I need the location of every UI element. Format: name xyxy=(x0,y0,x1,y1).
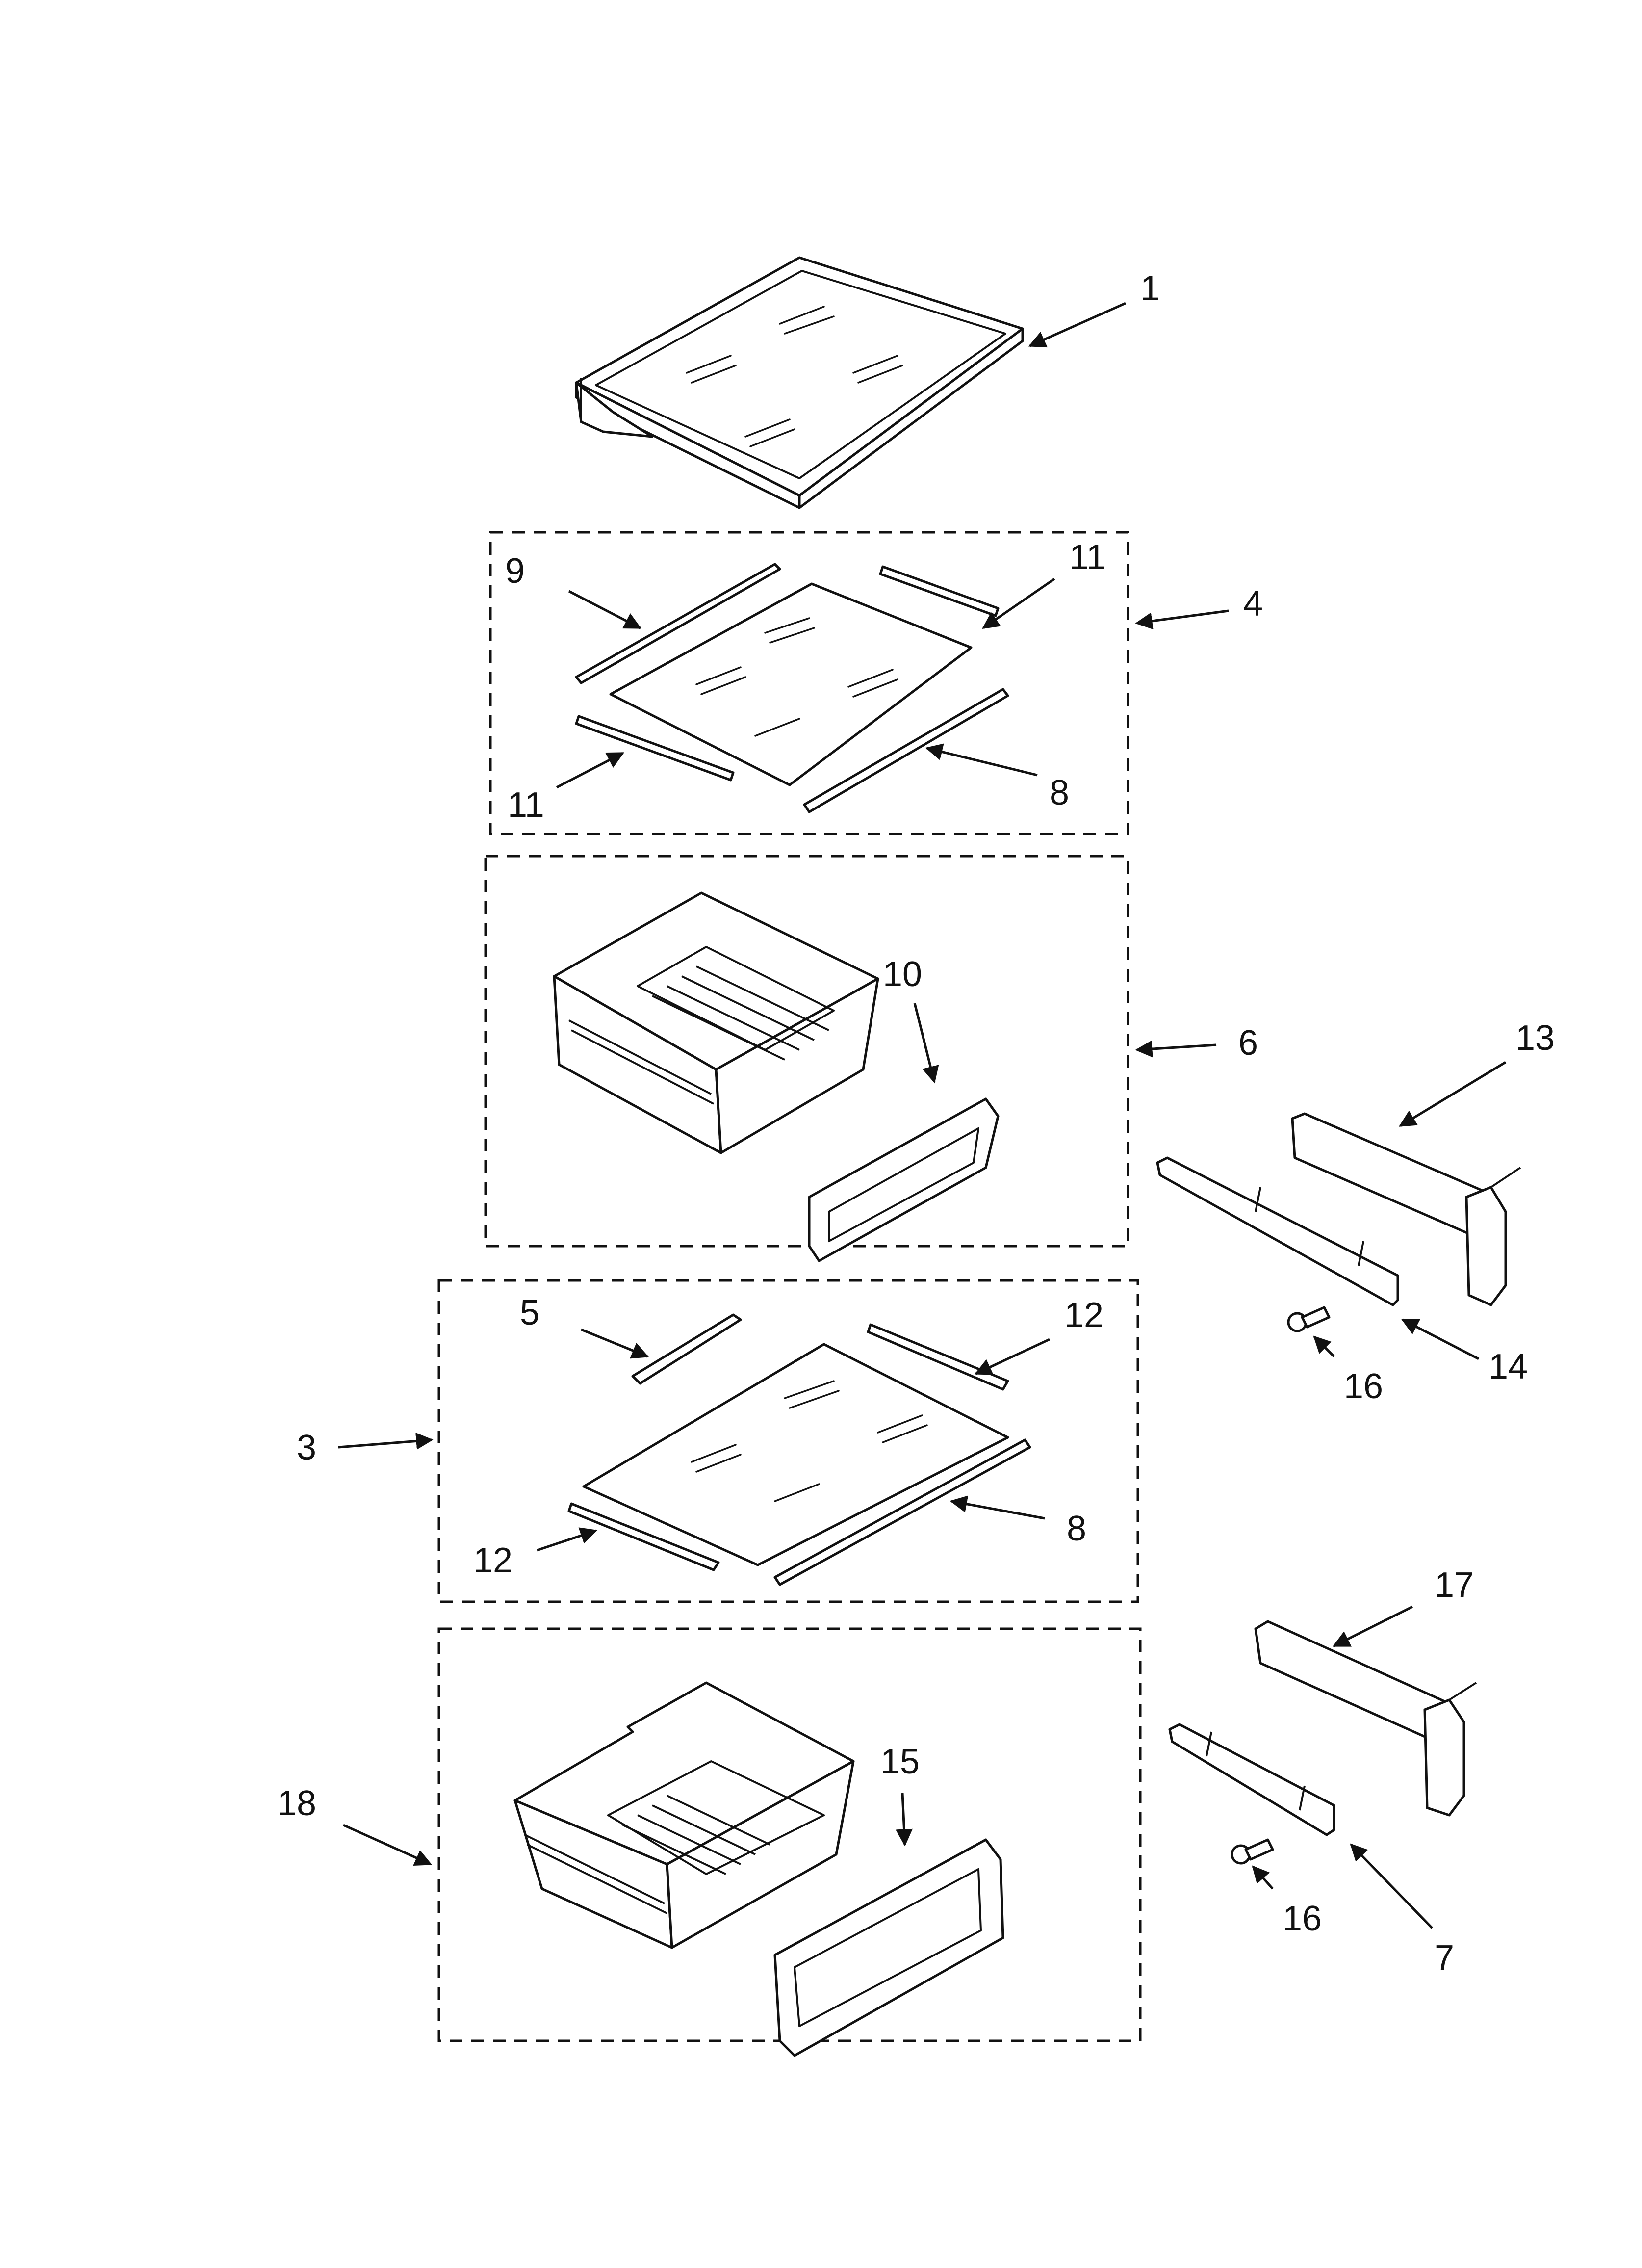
part-11-side-trim-left xyxy=(575,715,735,782)
leader-12-left xyxy=(537,1527,598,1552)
leader-16-lower xyxy=(1252,1865,1274,1890)
leader-18 xyxy=(896,1793,913,1847)
callout-14: 14 xyxy=(1488,1347,1528,1386)
leader-16-upper xyxy=(1313,1335,1335,1357)
group-3-boundary xyxy=(437,1279,1139,1603)
callout-11-right: 11 xyxy=(1069,538,1106,577)
leader-8-lower xyxy=(949,1495,1045,1520)
leader-5 xyxy=(581,1328,649,1359)
group-17-boundary xyxy=(437,1627,1142,2042)
callout-8-lower: 8 xyxy=(1067,1509,1086,1548)
part-5-rear-trim-short xyxy=(631,1313,742,1385)
part-13-cover xyxy=(1291,1112,1521,1306)
part-15-cover xyxy=(1254,1620,1477,1817)
leader-1 xyxy=(1028,302,1127,348)
leader-14 xyxy=(1401,1318,1480,1360)
callout-12-left: 12 xyxy=(473,1541,513,1580)
part-12-side-trim-left xyxy=(567,1502,720,1571)
callout-8-top: 8 xyxy=(1050,773,1069,812)
leader-11-left xyxy=(556,752,625,789)
callout-4: 4 xyxy=(1243,584,1263,624)
part-7-rail xyxy=(1168,1723,1335,1836)
part-1-glass-reflection xyxy=(686,306,903,447)
part-18-pan-front xyxy=(773,1838,1004,2057)
leader-12-right xyxy=(974,1338,1051,1375)
part-8-front-trim-lower xyxy=(773,1438,1031,1586)
leader-4 xyxy=(1135,609,1229,630)
part-16-screw-lower xyxy=(1231,1838,1274,1865)
part-10-pan-front xyxy=(808,1097,1000,1262)
part-9-rear-trim xyxy=(575,563,781,684)
callout-16-upper: 16 xyxy=(1344,1367,1383,1406)
group-4-boundary xyxy=(489,531,1129,835)
part-4-glass-panel xyxy=(609,582,973,786)
part-6-pan xyxy=(553,891,879,1154)
part-1-shelf-assembly xyxy=(575,256,1024,509)
leader-6 xyxy=(1135,1040,1217,1058)
callout-7: 7 xyxy=(1435,1938,1454,1978)
leader-15 xyxy=(1332,1605,1413,1647)
leader-3 xyxy=(338,1433,434,1450)
leader-10 xyxy=(913,1003,939,1084)
callout-9: 9 xyxy=(505,551,525,591)
part-3-glass-panel xyxy=(582,1343,1009,1566)
callout-11-left: 11 xyxy=(508,785,544,825)
leader-11-right xyxy=(982,577,1055,629)
leader-17 xyxy=(342,1824,433,1866)
part-11-side-trim-right xyxy=(879,565,1000,617)
callout-18: 15 xyxy=(880,1742,920,1781)
part-17-pan xyxy=(513,1681,855,1949)
part-12-side-trim-right xyxy=(867,1323,1009,1391)
callout-15: 17 xyxy=(1435,1565,1474,1605)
callout-16-lower: 16 xyxy=(1283,1899,1322,1938)
leader-9 xyxy=(568,590,642,629)
callout-10: 10 xyxy=(883,955,922,994)
part-14-rail xyxy=(1156,1156,1399,1306)
callout-13: 13 xyxy=(1515,1018,1555,1058)
leader-8-top xyxy=(925,743,1038,777)
leader-13 xyxy=(1399,1061,1507,1127)
callout-6: 6 xyxy=(1238,1023,1258,1063)
callout-1: 1 xyxy=(1140,269,1160,308)
part-8-front-trim xyxy=(803,688,1009,813)
callout-17: 18 xyxy=(277,1784,316,1823)
leader-7 xyxy=(1350,1843,1433,1929)
callout-5: 5 xyxy=(520,1293,539,1332)
part-16-screw-upper xyxy=(1287,1306,1331,1332)
callout-3: 3 xyxy=(297,1428,316,1467)
callout-12-right: 12 xyxy=(1064,1296,1103,1335)
